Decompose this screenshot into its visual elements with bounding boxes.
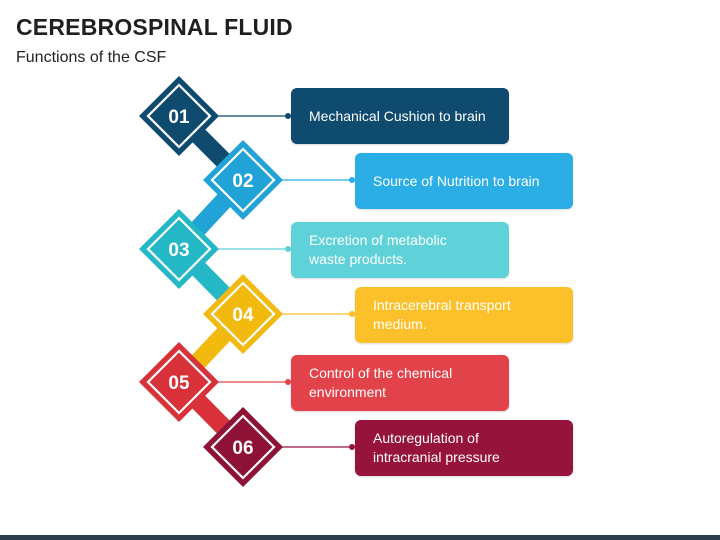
function-text-02: Source of Nutrition to brain (373, 172, 540, 189)
diamond-number-01: 01 (168, 107, 190, 128)
connector-dot-05 (285, 379, 291, 385)
function-box-01: Mechanical Cushion to brain (291, 88, 509, 144)
diamond-shape-01 (139, 76, 219, 156)
diamond-inner-border-05 (146, 349, 212, 415)
function-box-05: Control of the chemical environment (291, 355, 509, 411)
diamond-01: 01 (139, 76, 219, 156)
function-box-06: Autoregulation of intracranial pressure (355, 420, 573, 476)
diamond-number-04: 04 (232, 305, 254, 326)
slide-subtitle: Functions of the CSF (16, 49, 167, 66)
connector-dot-03 (285, 246, 291, 252)
connector-dot-02 (349, 177, 355, 183)
diamond-shape-03 (139, 209, 219, 289)
function-text-01: Mechanical Cushion to brain (309, 107, 486, 124)
numbered-diamonds: 01 02 03 04 05 06 (139, 76, 283, 487)
function-text-05: Control of the chemical environment (309, 365, 453, 400)
function-box-03: Excretion of metabolic waste products. (291, 222, 509, 278)
diamond-shape-05 (139, 342, 219, 422)
diamond-06: 06 (203, 407, 283, 487)
diamond-shape-02 (203, 140, 283, 220)
connector-lines (207, 113, 355, 450)
diamond-04: 04 (203, 274, 283, 354)
diamond-inner-border-04 (210, 281, 276, 347)
function-text-04: Intracerebral transport medium. (373, 297, 511, 332)
diamond-02: 02 (203, 140, 283, 220)
diamond-05: 05 (139, 342, 219, 422)
diamond-shape-04 (203, 274, 283, 354)
diamond-number-03: 03 (168, 240, 189, 261)
connector-dot-06 (349, 444, 355, 450)
bottom-accent-bar (0, 535, 720, 540)
diamond-number-05: 05 (168, 373, 190, 394)
diamond-inner-border-03 (146, 216, 212, 282)
slide-title: CEREBROSPINAL FLUID (16, 14, 293, 40)
function-text-06: Autoregulation of intracranial pressure (373, 430, 500, 465)
function-text-03: Excretion of metabolic waste products. (309, 232, 447, 267)
diamond-number-02: 02 (232, 171, 253, 192)
diamond-03: 03 (139, 209, 219, 289)
connector-dot-04 (349, 311, 355, 317)
connector-dot-01 (285, 113, 291, 119)
diamond-inner-border-01 (146, 83, 212, 149)
diamond-inner-border-02 (210, 147, 276, 213)
diamond-shape-06 (203, 407, 283, 487)
function-box-02: Source of Nutrition to brain (355, 153, 573, 209)
diamond-inner-border-06 (210, 414, 276, 480)
diamond-number-06: 06 (232, 438, 253, 459)
function-box-04: Intracerebral transport medium. (355, 287, 573, 343)
